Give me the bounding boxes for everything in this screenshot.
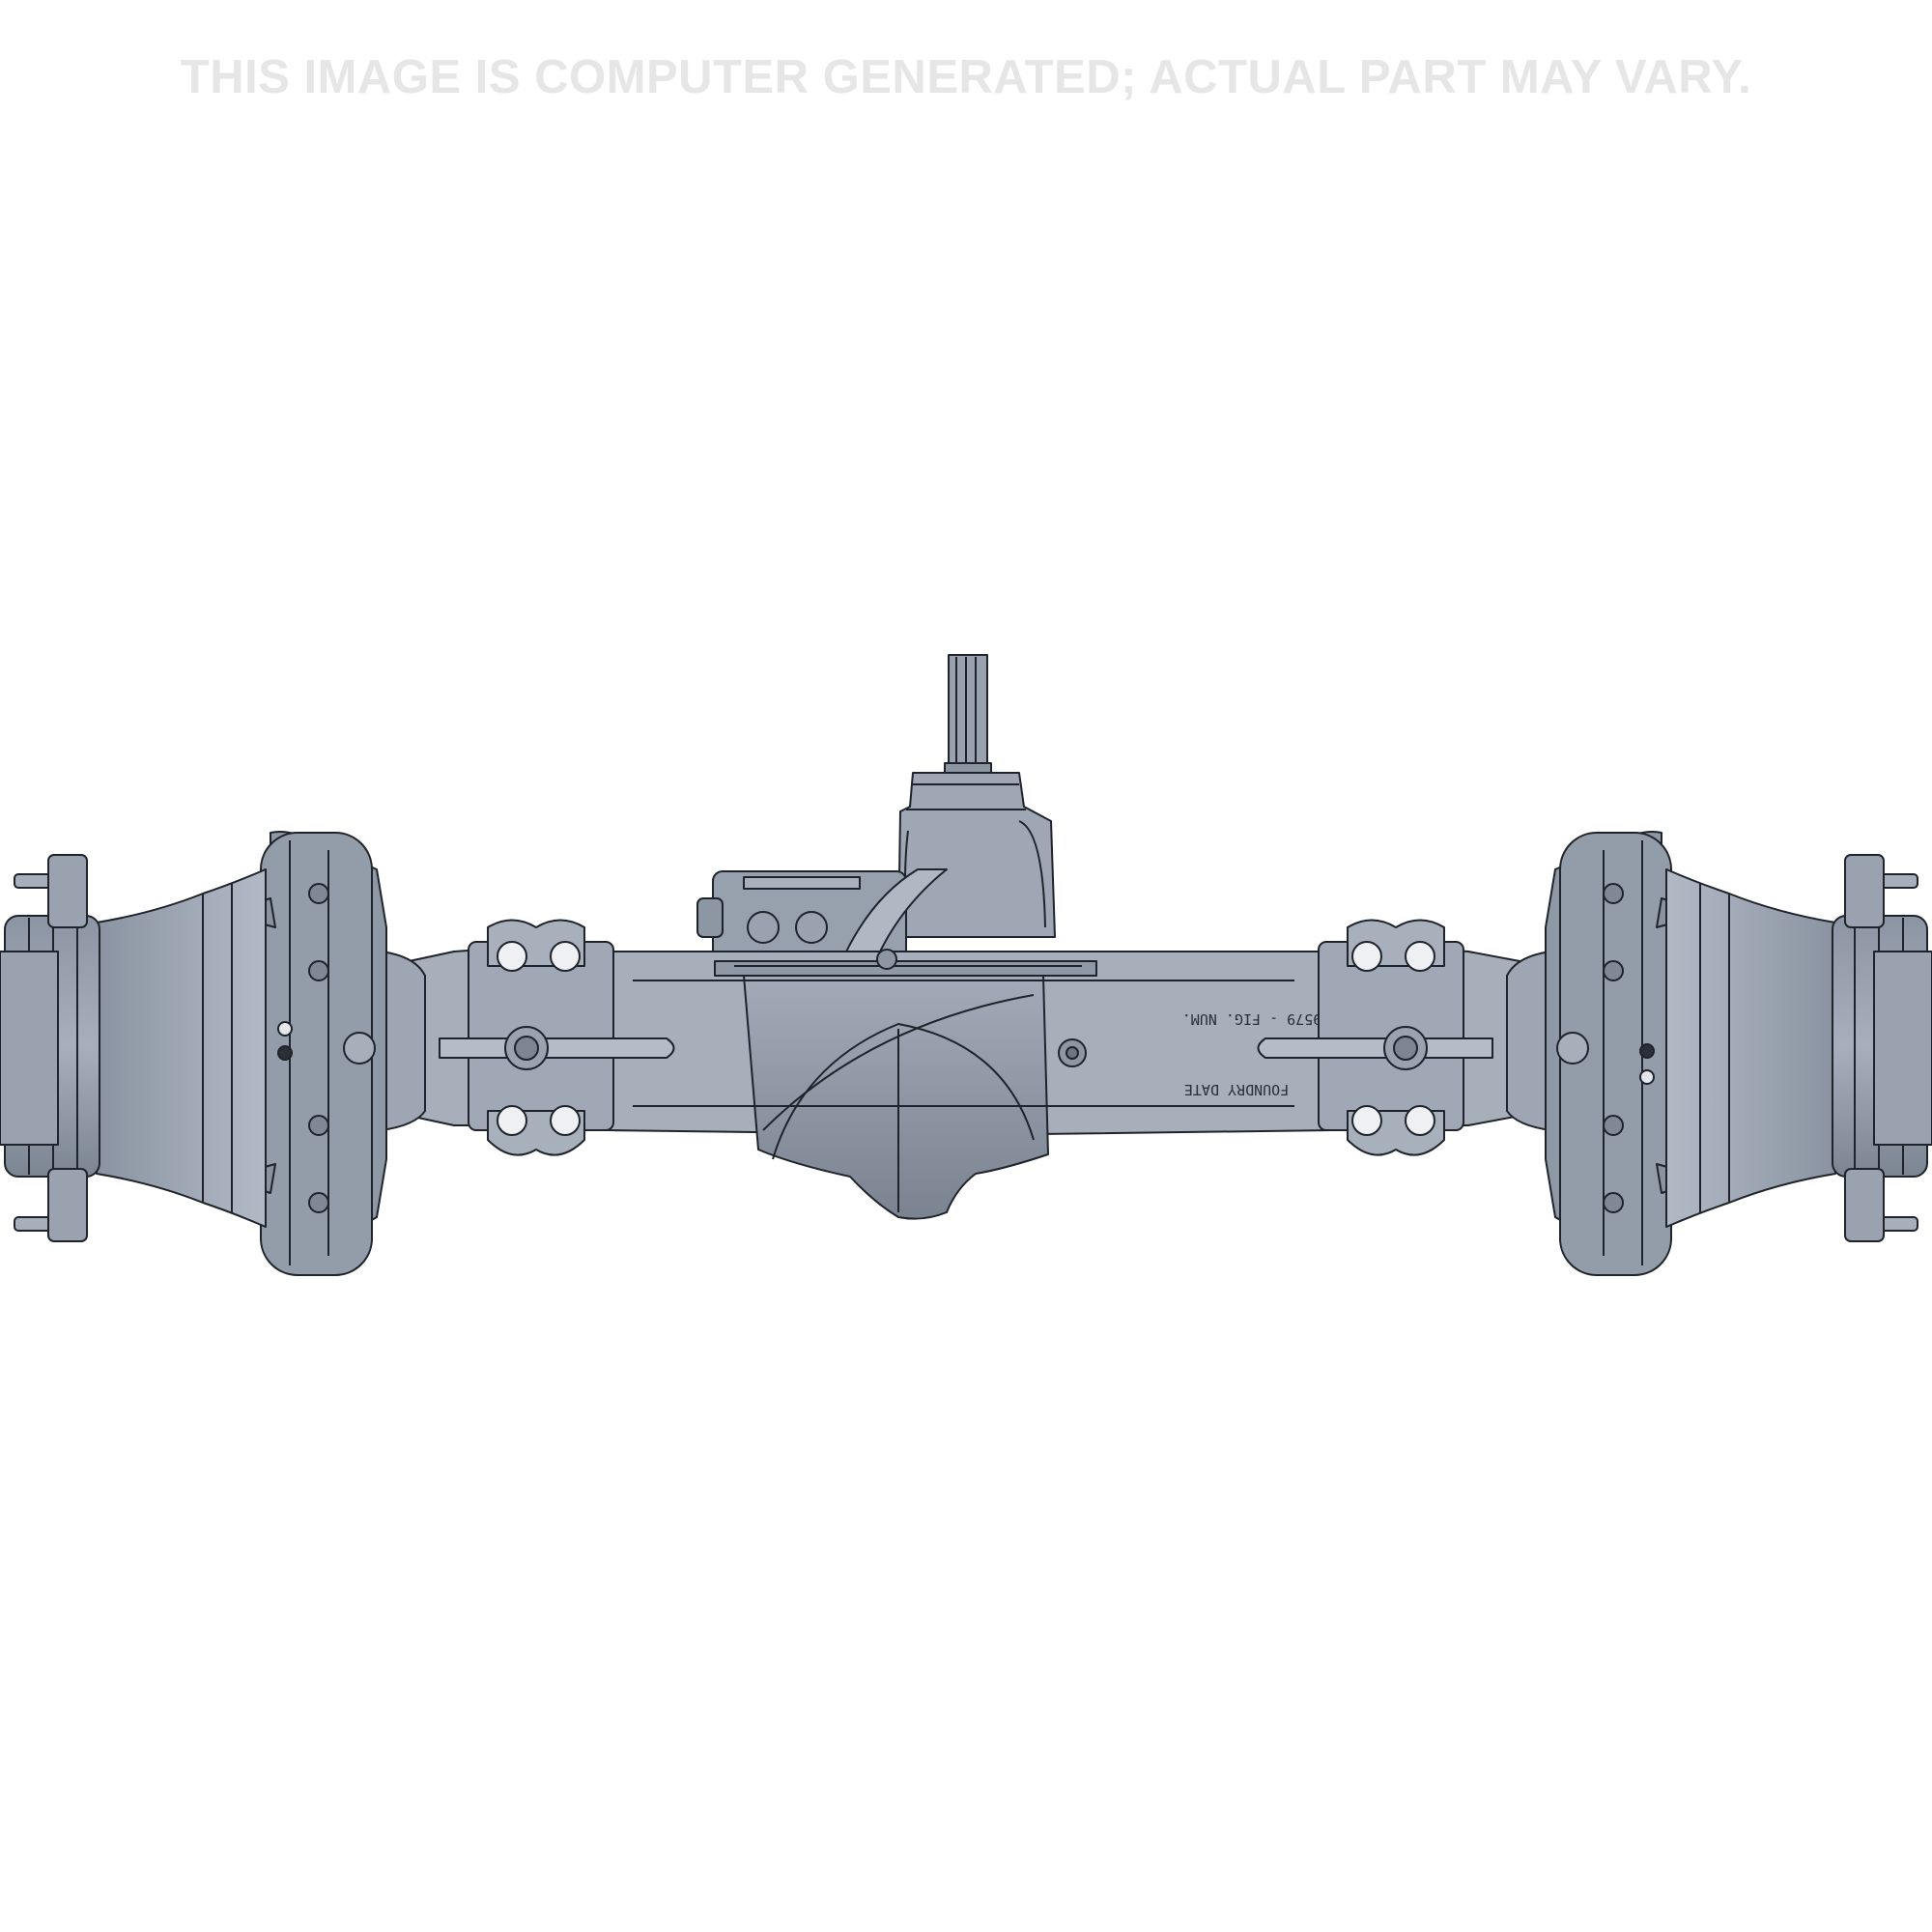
pinion-shaft	[944, 654, 992, 776]
disclaimer-watermark: THIS IMAGE IS COMPUTER GENERATED; ACTUAL…	[180, 51, 1752, 103]
part-number-marking: 339579 - FIG. NUM.	[1182, 1010, 1340, 1028]
foundry-date-marking: FOUNDRY DATE	[1184, 1081, 1289, 1098]
right-tube-neck	[1506, 951, 1551, 1131]
left-mounting-pad	[439, 919, 675, 1156]
left-wheel-end	[0, 831, 387, 1276]
left-tube-neck	[381, 951, 426, 1131]
pinion-housing	[897, 772, 1056, 938]
right-wheel-end	[1545, 831, 1932, 1276]
right-mounting-pad	[1257, 919, 1493, 1156]
